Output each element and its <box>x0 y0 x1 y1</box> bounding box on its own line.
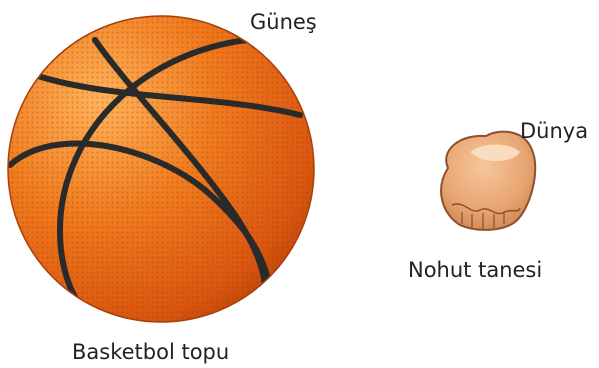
earth-label: Dünya <box>520 121 588 142</box>
chickpea-icon <box>441 132 535 230</box>
basketball-label: Basketbol topu <box>72 342 229 363</box>
chickpea-label: Nohut tanesi <box>408 260 542 281</box>
basketball-icon <box>8 16 314 322</box>
sun-label: Güneş <box>250 12 317 33</box>
